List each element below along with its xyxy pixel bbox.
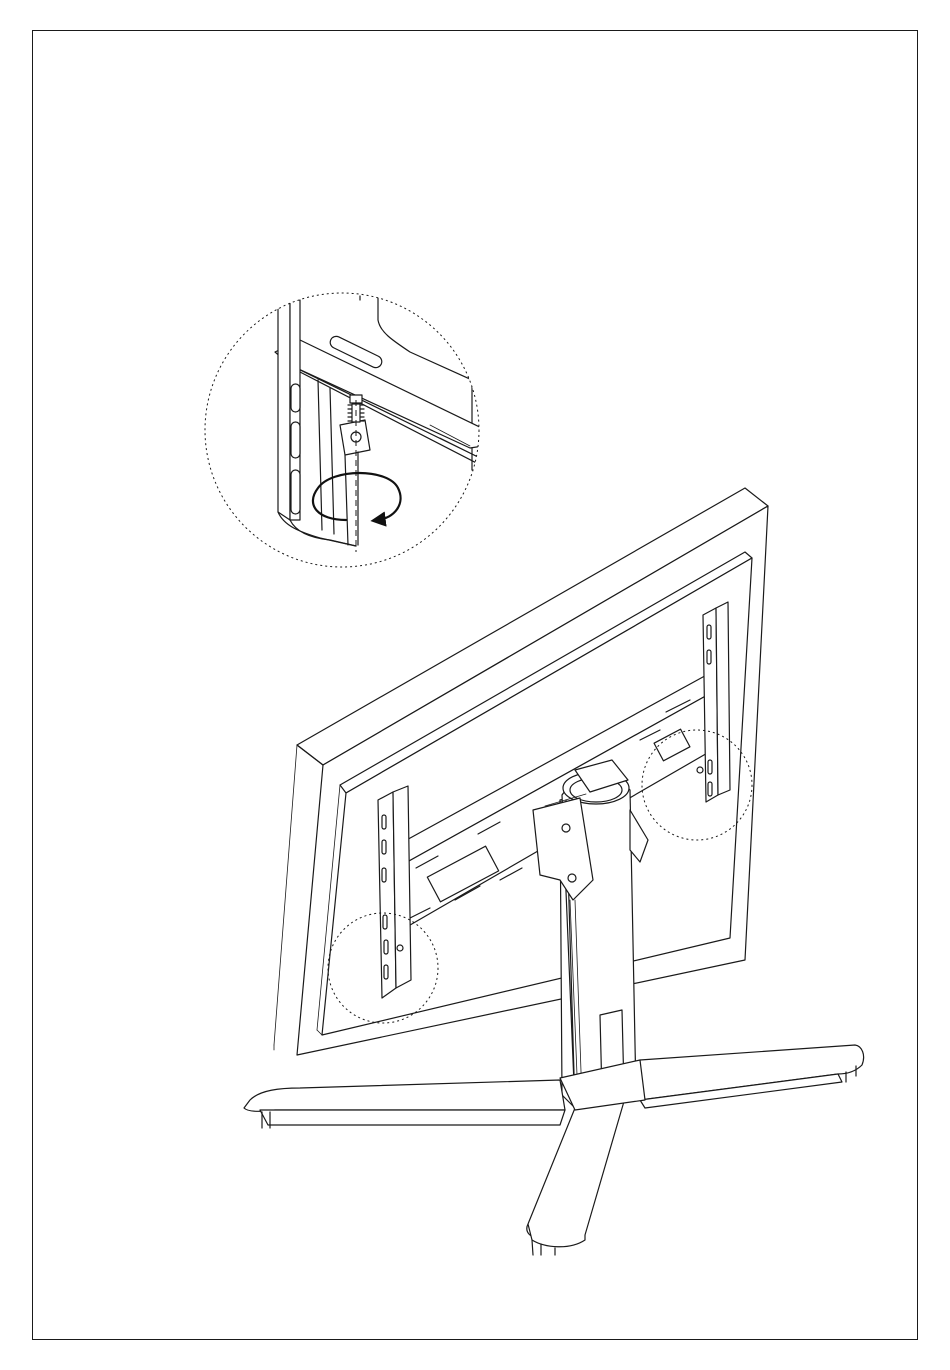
detail-zoom-callout — [205, 293, 490, 567]
tv-panel — [274, 488, 768, 1055]
stand-base — [244, 1045, 864, 1255]
